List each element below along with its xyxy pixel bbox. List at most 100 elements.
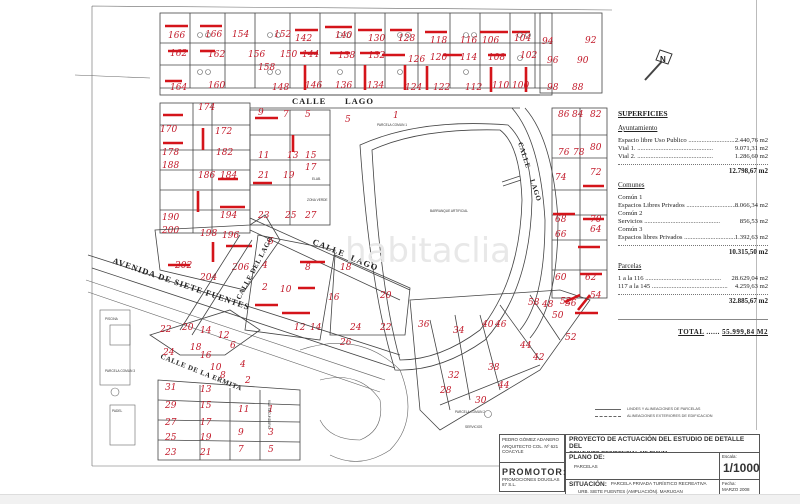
svg-text:LAGO: LAGO	[345, 96, 374, 106]
svg-text:18: 18	[340, 263, 352, 273]
svg-text:26: 26	[339, 338, 352, 348]
svg-text:14: 14	[200, 326, 212, 336]
svg-text:PARCELA COMUN 2: PARCELA COMUN 2	[455, 410, 485, 414]
svg-text:76: 76	[558, 148, 570, 158]
svg-text:110: 110	[492, 81, 509, 91]
surface-row: Servicios856,53 m2	[618, 218, 768, 226]
svg-text:102: 102	[520, 51, 537, 61]
sheet-edge-line	[756, 0, 757, 430]
svg-text:24: 24	[349, 323, 362, 333]
svg-text:12: 12	[218, 331, 230, 341]
svg-text:60: 60	[555, 273, 567, 283]
svg-text:17: 17	[305, 163, 317, 173]
svg-text:16: 16	[328, 293, 340, 303]
svg-text:104: 104	[514, 34, 531, 44]
svg-text:152: 152	[274, 30, 291, 40]
parcelas-heading: Parcelas	[618, 262, 642, 270]
scan-edge	[0, 494, 800, 504]
svg-text:140: 140	[335, 31, 352, 41]
ayuntamiento-subtotal: 12.798,67 m2	[618, 164, 768, 175]
svg-text:2: 2	[261, 283, 268, 293]
svg-text:114: 114	[460, 53, 477, 63]
svg-text:148: 148	[272, 83, 289, 93]
svg-text:38: 38	[488, 363, 500, 373]
svg-text:120: 120	[430, 53, 447, 63]
svg-text:172: 172	[215, 127, 232, 137]
svg-text:162: 162	[208, 50, 225, 60]
svg-text:188: 188	[162, 161, 179, 171]
svg-text:56: 56	[565, 299, 577, 309]
svg-text:94: 94	[542, 37, 554, 47]
svg-text:134: 134	[367, 81, 384, 91]
svg-text:SERVICIOS: SERVICIOS	[465, 425, 482, 429]
svg-text:16: 16	[200, 351, 212, 361]
svg-text:21: 21	[257, 171, 269, 181]
svg-text:160: 160	[208, 81, 225, 91]
svg-text:178: 178	[162, 148, 179, 158]
svg-text:27: 27	[304, 211, 317, 221]
svg-text:112: 112	[465, 83, 482, 93]
architect-box: PEDRO GÓMEZ ADANERO ARQUITECTO COL. Nº 6…	[499, 434, 565, 464]
solid-line-icon	[595, 408, 621, 410]
svg-text:44: 44	[497, 381, 510, 391]
svg-text:158: 158	[258, 63, 275, 73]
svg-text:74: 74	[555, 173, 567, 183]
svg-text:154: 154	[232, 30, 249, 40]
svg-text:72: 72	[590, 168, 602, 178]
surfaces-title: SUPERFICIES	[618, 109, 668, 118]
project-box: PROYECTO DE ACTUACIÓN DEL ESTUDIO DE DET…	[565, 434, 760, 457]
svg-text:166: 166	[205, 30, 222, 40]
surface-row: Espacio libre Uso Publico2.440,76 m2	[618, 137, 768, 145]
comunes-heading: Comunes	[618, 181, 645, 189]
street-label-calle-lago: CALLE	[292, 96, 326, 106]
svg-text:8: 8	[220, 371, 226, 381]
svg-text:ZONA VERDE: ZONA VERDE	[307, 198, 328, 202]
svg-text:144: 144	[302, 50, 319, 60]
svg-text:10: 10	[210, 363, 222, 373]
svg-text:66: 66	[555, 230, 567, 240]
svg-text:20: 20	[181, 323, 194, 333]
svg-text:124: 124	[405, 83, 422, 93]
svg-text:166: 166	[168, 31, 185, 41]
svg-text:PARCELA COMUN 3: PARCELA COMUN 3	[105, 369, 135, 373]
surfaces-table: SUPERFICIES Ayuntamiento Espacio libre U…	[618, 110, 768, 336]
svg-text:58: 58	[528, 298, 540, 308]
svg-text:164: 164	[170, 83, 187, 93]
svg-text:98: 98	[547, 83, 559, 93]
svg-text:34: 34	[453, 326, 465, 336]
svg-text:31: 31	[165, 383, 176, 393]
svg-text:108: 108	[488, 53, 505, 63]
surface-row: Vial 1.9.071,31 m2	[618, 145, 768, 153]
svg-text:29: 29	[164, 401, 177, 411]
svg-text:156: 156	[248, 50, 265, 60]
svg-text:24: 24	[162, 348, 175, 358]
svg-text:80: 80	[590, 143, 602, 153]
svg-text:23: 23	[164, 448, 177, 458]
svg-text:19: 19	[200, 433, 212, 443]
svg-text:6: 6	[268, 237, 274, 247]
svg-text:44: 44	[519, 341, 532, 351]
svg-text:ELAB.: ELAB.	[312, 177, 321, 181]
svg-text:7: 7	[283, 110, 289, 120]
svg-text:130: 130	[368, 34, 385, 44]
svg-text:78: 78	[573, 148, 585, 158]
svg-text:204: 204	[199, 273, 217, 283]
surface-row: Espacios Libres Privados8.066,34 m2	[618, 202, 768, 210]
svg-text:142: 142	[295, 34, 312, 44]
svg-text:22: 22	[379, 323, 392, 333]
svg-text:N: N	[660, 55, 666, 64]
svg-text:170: 170	[160, 125, 177, 135]
svg-text:15: 15	[200, 401, 212, 411]
svg-text:186: 186	[198, 171, 215, 181]
svg-text:6: 6	[230, 341, 236, 351]
svg-text:88: 88	[572, 83, 584, 93]
svg-text:46: 46	[494, 320, 507, 330]
dashed-line-icon	[595, 415, 621, 417]
svg-text:VIAL SECUNDARIO: VIAL SECUNDARIO	[267, 400, 271, 429]
svg-text:196: 196	[222, 231, 239, 241]
svg-text:13: 13	[287, 151, 299, 161]
svg-text:84: 84	[572, 110, 584, 120]
